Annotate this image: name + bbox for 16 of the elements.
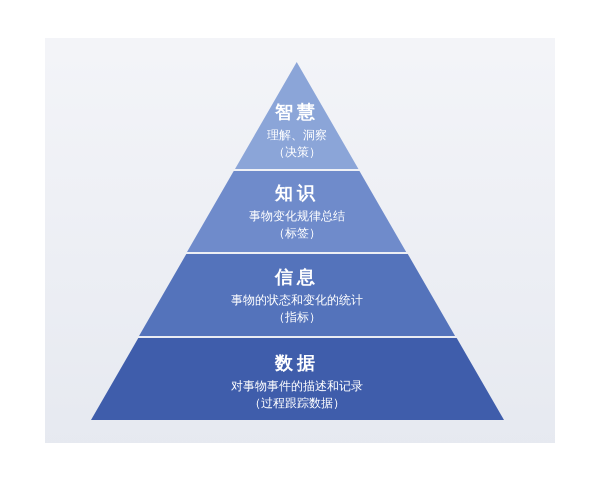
tier-description: 理解、洞察 [266, 127, 327, 144]
tier-description: 事物变化规律总结 [248, 208, 345, 225]
tier-note: （过程跟踪数据） [249, 395, 345, 412]
tier-title: 数据 [275, 352, 319, 376]
pyramid-tier [187, 171, 407, 252]
tier-title: 智慧 [274, 101, 319, 125]
pyramid-tier [90, 338, 504, 420]
pyramid-tier [138, 254, 456, 336]
pyramid-tier [235, 62, 359, 169]
tier-note: （标签） [272, 225, 321, 242]
tier-title: 知识 [274, 182, 319, 206]
tier-note: （决策） [272, 144, 321, 161]
tier-title: 信息 [274, 266, 319, 290]
tier-description: 事物的状态和变化的统计 [230, 292, 363, 309]
tier-description: 对事物事件的描述和记录 [231, 378, 363, 395]
tier-note: （指标） [272, 309, 321, 326]
